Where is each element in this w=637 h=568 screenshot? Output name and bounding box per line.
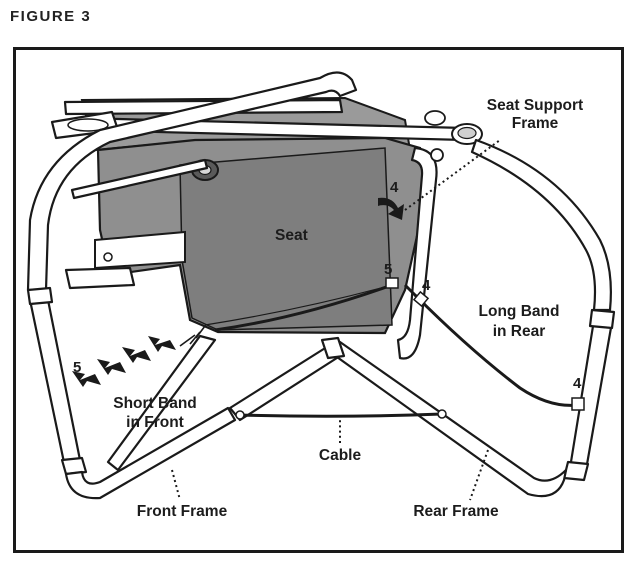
figure-border	[13, 47, 624, 553]
step-number-band-5: 5	[384, 261, 392, 278]
front-band-arrows	[72, 336, 176, 387]
seat-support-frame-label-2: Frame	[512, 115, 559, 132]
seat-support-bracket	[94, 230, 186, 270]
long-band-rear	[403, 283, 585, 411]
rear-frame-label: Rear Frame	[413, 503, 499, 520]
curved-arrow-4	[378, 197, 404, 220]
step-number-clip-4: 4	[422, 277, 431, 294]
rear-frame	[320, 138, 616, 498]
seat-support-frame-label-1: Seat Support	[487, 97, 583, 114]
figure-label: FIGURE 3	[10, 8, 92, 25]
front-frame	[26, 71, 358, 500]
step-number-seat-4: 4	[390, 179, 399, 196]
cable-label: Cable	[319, 447, 362, 464]
seat-label: Seat	[275, 227, 308, 244]
step-number-rear-4: 4	[573, 375, 582, 392]
front-frame-label: Front Frame	[137, 503, 228, 520]
short-band-label-2: in Front	[126, 414, 184, 431]
short-band-label-1: Short Band	[113, 395, 197, 412]
step-number-front-5: 5	[73, 359, 81, 376]
long-band-label-2: in Rear	[493, 323, 546, 340]
short-band-front	[179, 277, 399, 347]
leader-lines	[171, 139, 501, 501]
long-band-label-1: Long Band	[479, 303, 560, 320]
